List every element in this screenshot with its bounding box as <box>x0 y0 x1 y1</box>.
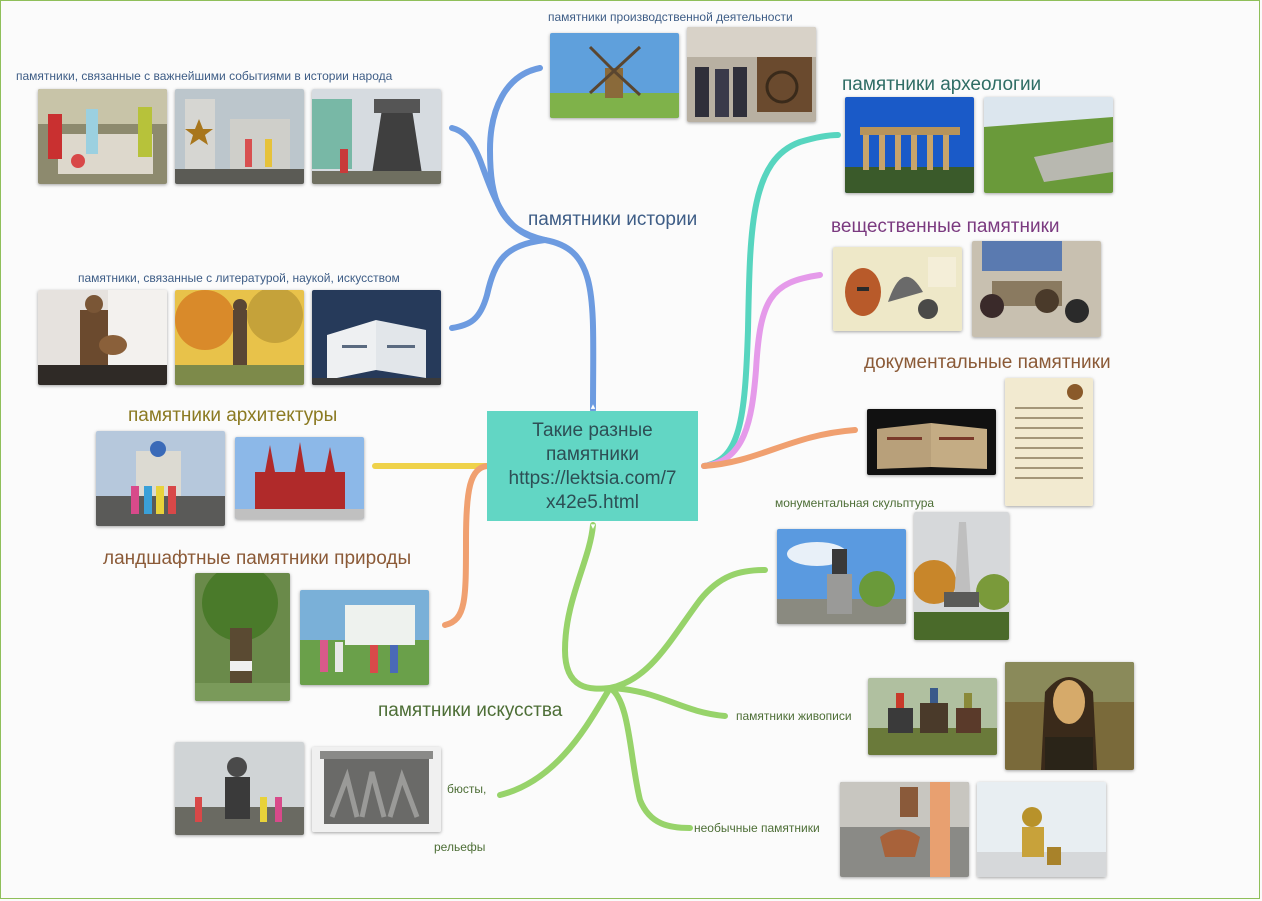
busts-label[interactable]: бюсты, <box>447 782 487 796</box>
sculpture-label[interactable]: монументальная скульптура <box>775 496 935 510</box>
central-link-line1: https://lektsia.com/7 <box>508 468 677 489</box>
collapse-up-icon[interactable]: ▴ <box>590 401 596 411</box>
central-node[interactable]: Такие разные памятники https://lektsia.c… <box>487 411 698 521</box>
image-relief[interactable] <box>312 747 441 832</box>
central-title-line1: Такие разные <box>532 420 653 441</box>
art-branch-painting <box>607 685 728 719</box>
art-label[interactable]: памятники искусства <box>378 700 563 721</box>
image-ancient-wall[interactable] <box>984 97 1113 193</box>
art-branch-sculpture <box>607 567 768 691</box>
image-historical-museum[interactable] <box>235 437 364 519</box>
painting-label[interactable]: памятники живописи <box>736 709 852 723</box>
image-museum-visit[interactable] <box>687 27 816 122</box>
image-school-museum[interactable] <box>972 241 1101 337</box>
image-book-monument[interactable] <box>312 290 441 385</box>
image-plumber-sculpture[interactable] <box>977 782 1106 877</box>
image-stele-monument[interactable] <box>914 512 1009 640</box>
image-obelisk-monument[interactable] <box>312 89 441 184</box>
events-label[interactable]: памятники, связанные с важнейшими событи… <box>16 69 393 83</box>
collapse-down-icon[interactable]: ▾ <box>590 521 596 531</box>
central-link-line2: x42e5.html <box>546 492 639 513</box>
image-war-memorial[interactable] <box>175 89 304 184</box>
image-hand-sculpture[interactable] <box>840 782 969 877</box>
image-mona-lisa[interactable] <box>1005 662 1134 770</box>
documentary-branch <box>701 427 858 469</box>
art-branch-unusual <box>607 685 693 831</box>
documentary-label[interactable]: документальные памятники <box>864 352 1111 373</box>
archaeology-branch <box>701 132 841 469</box>
material-label[interactable]: вещественные памятники <box>831 216 1060 237</box>
material-branch <box>701 272 823 469</box>
history-label[interactable]: памятники истории <box>528 209 698 230</box>
literature-label[interactable]: памятники, связанные с литературой, наук… <box>78 271 400 285</box>
archaeology-label[interactable]: памятники археологии <box>842 74 1042 95</box>
architecture-label[interactable]: памятники архитектуры <box>128 405 338 426</box>
image-nature-sign[interactable] <box>300 590 429 685</box>
image-old-manuscript[interactable] <box>1005 378 1093 506</box>
reliefs-label[interactable]: рельефы <box>434 840 486 854</box>
art-trunk <box>561 522 613 692</box>
history-branch-literature <box>449 237 548 331</box>
art-branch-busts <box>497 685 613 798</box>
image-bust-monument[interactable] <box>175 742 304 835</box>
image-ancient-temple[interactable] <box>845 97 974 193</box>
unusual-label[interactable]: необычные памятники <box>694 821 820 835</box>
landscape-label[interactable]: ландшафтные памятники природы <box>103 548 412 569</box>
image-church-group[interactable] <box>96 431 225 526</box>
central-title-line2: памятники <box>546 444 639 465</box>
image-old-tree[interactable] <box>195 573 290 701</box>
image-autumn-statue[interactable] <box>175 290 304 385</box>
image-statue-square[interactable] <box>777 529 906 624</box>
image-artifacts[interactable] <box>833 247 962 331</box>
production-label[interactable]: памятники производственной деятельности <box>548 10 793 24</box>
image-old-book[interactable] <box>867 409 996 475</box>
image-windmill[interactable] <box>550 33 679 118</box>
image-guitar-statue[interactable] <box>38 290 167 385</box>
image-bogatyrs-painting[interactable] <box>868 678 997 755</box>
landscape-branch <box>442 463 490 628</box>
history-branch-events <box>449 125 548 243</box>
image-memorial-children[interactable] <box>38 89 167 184</box>
